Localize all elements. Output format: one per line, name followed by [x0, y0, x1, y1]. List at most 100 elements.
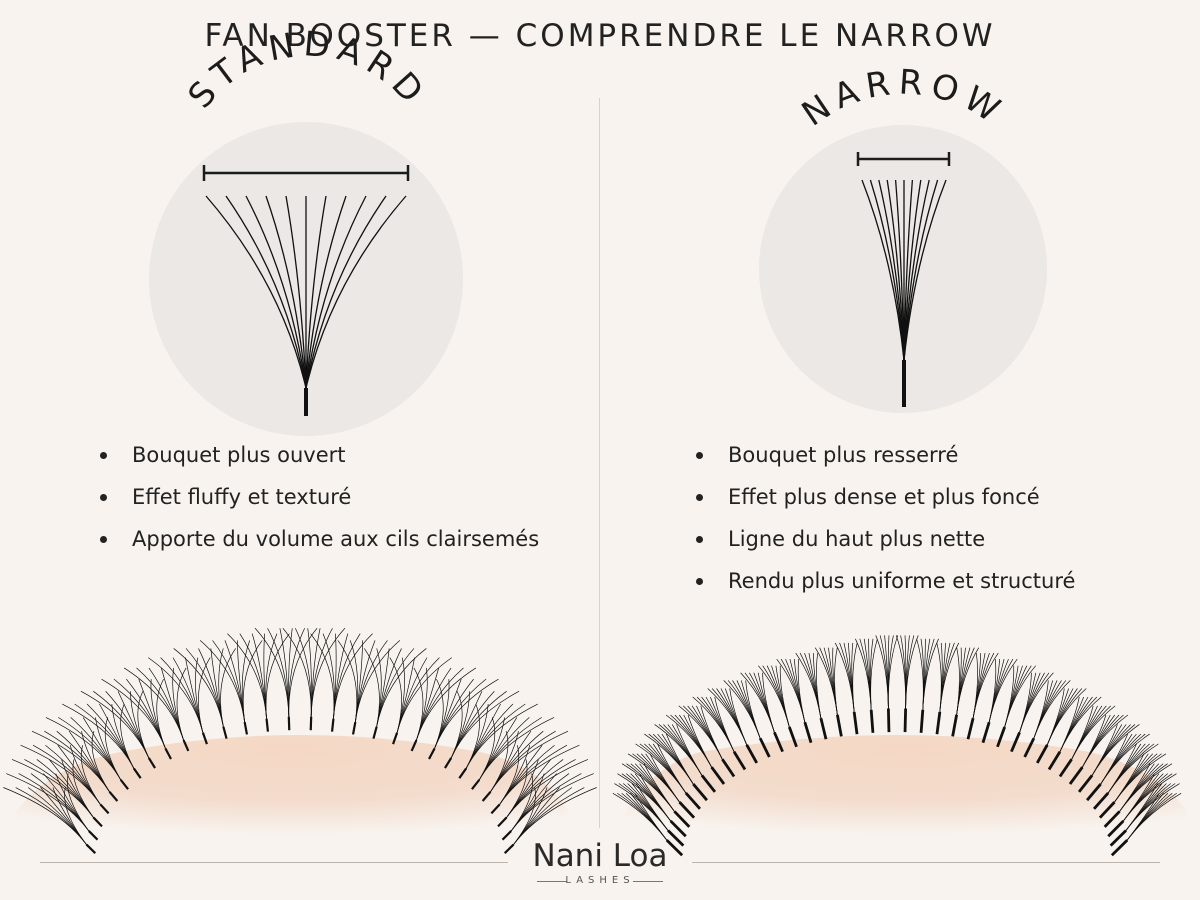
standard-width-indicator: [202, 165, 410, 181]
lash-strand: [1119, 763, 1173, 812]
lash-strand: [1046, 688, 1087, 745]
lash-strand: [797, 659, 806, 723]
list-item: Apporte du volume aux cils clairsemés: [98, 518, 539, 560]
lash-strand: [1004, 665, 1036, 728]
lash-base: [182, 739, 190, 752]
lash-strand: [729, 688, 748, 745]
lash-strand: [711, 688, 748, 745]
lash-base: [497, 816, 508, 828]
lash-strand: [972, 652, 999, 719]
lash-strand: [354, 640, 401, 723]
lash-strand: [265, 633, 278, 719]
fan-strand: [305, 195, 367, 389]
lash-base: [673, 810, 691, 828]
lash-strand: [282, 628, 312, 717]
lash-base: [501, 830, 512, 841]
lash-base: [1036, 744, 1049, 764]
footer-line-right: [692, 862, 1160, 863]
lash-base: [852, 711, 859, 735]
lash-base: [351, 721, 357, 735]
lash-strand: [376, 648, 427, 727]
brand-sub-dash-left: [537, 881, 567, 882]
lash-base: [243, 721, 249, 735]
lash-base: [732, 751, 747, 771]
lash-strand: [220, 648, 236, 727]
lash-base: [99, 803, 110, 815]
lash-strand: [465, 703, 538, 769]
lash-strand: [676, 724, 703, 776]
lash-base: [85, 843, 97, 854]
narrow-label: NARROW: [795, 62, 1013, 134]
lash-strand: [900, 635, 907, 709]
lash-strand: [1091, 724, 1140, 776]
lash-strand: [499, 744, 580, 805]
narrow-fan-icon: [861, 179, 947, 407]
lash-base: [692, 783, 708, 802]
lash-strand: [939, 642, 960, 712]
lash-base: [869, 709, 875, 733]
fan-strand: [265, 195, 307, 389]
lash-strand: [1082, 714, 1129, 768]
narrow-feature-list: Bouquet plus resserré Effet plus dense e…: [694, 434, 1075, 602]
lash-base: [1077, 774, 1094, 793]
lash-base: [721, 758, 736, 778]
lash-base: [132, 767, 142, 779]
lash-base: [1103, 810, 1121, 828]
lash-strand: [239, 633, 267, 719]
lash-base: [481, 791, 492, 802]
lash-strand: [1126, 792, 1182, 841]
lash-base: [667, 829, 685, 847]
lash-strand: [723, 680, 761, 739]
lash-strand: [198, 657, 211, 733]
list-item: Rendu plus uniforme et structuré: [694, 560, 1075, 602]
fan-strand: [305, 195, 387, 389]
lash-strand: [91, 731, 110, 792]
lash-base: [392, 732, 399, 745]
lash-base: [330, 718, 335, 732]
lash-strand: [288, 628, 305, 717]
fan-strand: [225, 195, 307, 389]
lash-strand: [1114, 753, 1167, 803]
lash-strand: [322, 633, 335, 719]
lash-strand: [832, 647, 838, 715]
lash-base: [903, 708, 908, 733]
lash-strand: [490, 730, 569, 792]
lash-strand: [310, 628, 333, 717]
lash-base: [471, 779, 481, 790]
lash-base: [92, 816, 103, 828]
lash-base: [669, 819, 687, 838]
lash-base: [1098, 801, 1116, 819]
lash-strand: [242, 640, 263, 723]
brand-logo-name: Nani Loa: [532, 838, 668, 874]
lash-base: [1086, 783, 1102, 802]
lash-strand: [416, 667, 477, 741]
lash-strand: [714, 696, 735, 752]
lash-base: [803, 721, 813, 744]
lash-strand: [1059, 696, 1102, 752]
lash-strand: [795, 652, 822, 719]
lash-base: [88, 830, 99, 841]
lash-strand: [779, 665, 790, 728]
fan-strand: [869, 179, 905, 361]
lash-strand: [333, 633, 373, 719]
lash-strand: [643, 763, 675, 812]
lash-strand: [1123, 773, 1177, 822]
lash-base: [119, 779, 129, 790]
lash-strand: [120, 703, 135, 769]
list-item: Effet plus dense et plus foncé: [694, 476, 1075, 518]
fan-strand: [305, 195, 407, 389]
lash-strand: [887, 635, 894, 709]
lash-strand: [700, 705, 723, 760]
lash-base: [758, 737, 771, 758]
lash-strand: [696, 696, 735, 752]
lash-strand: [852, 642, 858, 712]
fan-strand: [894, 179, 905, 361]
center-divider: [599, 98, 600, 828]
lash-base: [935, 711, 942, 735]
lash-strand: [1019, 672, 1054, 733]
lash-strand: [510, 773, 594, 832]
lash-base: [1107, 819, 1125, 838]
lash-base: [147, 757, 156, 769]
fan-strand: [245, 195, 307, 389]
